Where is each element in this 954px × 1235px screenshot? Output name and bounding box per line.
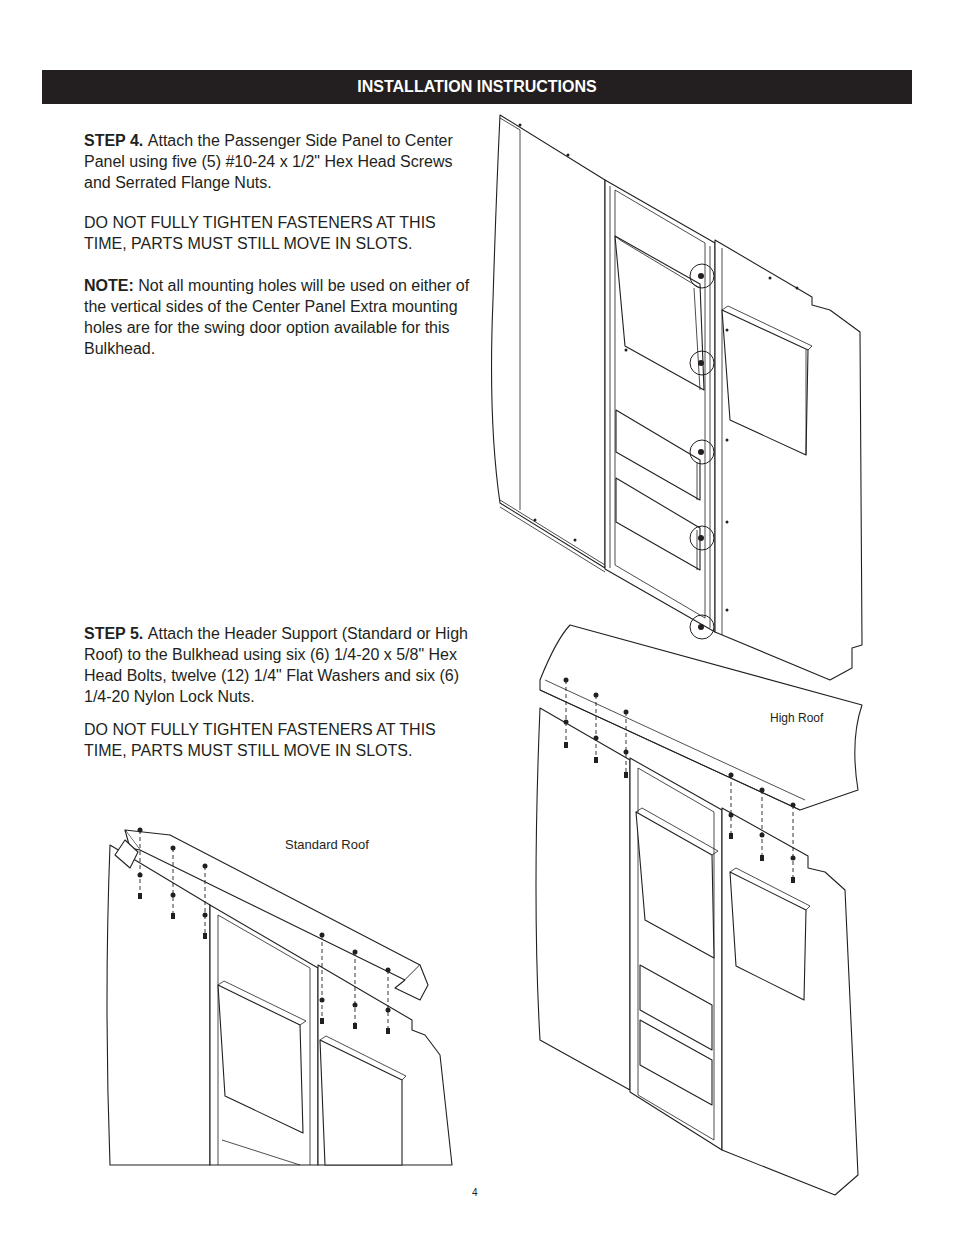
text-block: Standard Roof	[285, 837, 405, 853]
text-block: DO NOT FULLY TIGHTEN FASTENERS AT THIS T…	[84, 719, 479, 761]
instruction-text: 4	[472, 1187, 478, 1198]
high-roof-figure	[536, 625, 862, 1195]
instruction-text: High Roof	[770, 711, 823, 725]
text-block: High Roof	[770, 711, 850, 726]
section-title: INSTALLATION INSTRUCTIONS	[42, 70, 912, 104]
instruction-text: DO NOT FULLY TIGHTEN FASTENERS AT THIS T…	[84, 214, 436, 252]
instruction-text: Not all mounting holes will be used on e…	[84, 277, 469, 357]
step-heading: STEP 5.	[84, 625, 143, 642]
text-block: DO NOT FULLY TIGHTEN FASTENERS AT THIS T…	[84, 212, 479, 254]
step-heading: STEP 4.	[84, 132, 143, 149]
text-block: 4	[472, 1186, 484, 1199]
text-block: STEP 4.Attach the Passenger Side Panel t…	[84, 130, 479, 193]
text-block: NOTE:Not all mounting holes will be used…	[84, 275, 479, 359]
step-heading: NOTE:	[84, 277, 134, 294]
step4-figure	[492, 115, 862, 680]
instruction-text: DO NOT FULLY TIGHTEN FASTENERS AT THIS T…	[84, 721, 436, 759]
text-block: STEP 5.Attach the Header Support (Standa…	[84, 623, 479, 707]
standard-roof-figure	[107, 828, 452, 1166]
instruction-text: Standard Roof	[285, 837, 369, 852]
